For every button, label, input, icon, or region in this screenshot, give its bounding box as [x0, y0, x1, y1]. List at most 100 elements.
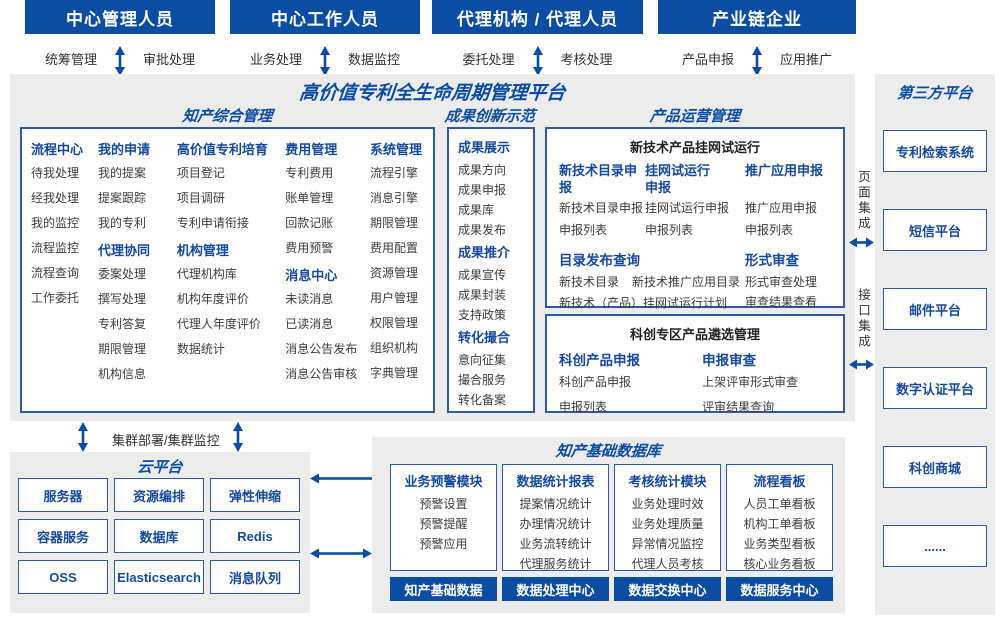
menu-item: 字典管理 [369, 366, 418, 380]
menu-item: 工作委托 [31, 291, 80, 305]
function-label: 审批处理 [143, 52, 196, 67]
menu-group-items: 专利费用账单管理回款记账费用预警 [285, 165, 366, 256]
double-arrow-vertical-icon [115, 46, 125, 76]
db-center-button: 数据交换中心 [614, 577, 721, 601]
cloud-service-box: 数据库 [114, 519, 204, 553]
third-party-title: 第三方平台 [896, 85, 974, 102]
menu-item: 账单管理 [285, 191, 334, 205]
db-module-header: 业务预警模块 [404, 474, 483, 489]
section-title-achievement: 成果创新示范 [443, 107, 536, 125]
menu-item: 新技术目录 [559, 275, 620, 289]
third-party-systems: 专利检索系统短信平台邮件平台数字认证平台科创商城...... [883, 130, 987, 604]
third-party-system-box: 专利检索系统 [883, 130, 987, 172]
cloud-service-box: OSS [18, 560, 108, 594]
menu-group-header: 转化撮合 [458, 330, 511, 345]
menu-group-header: 高价值专利培育 [176, 142, 268, 157]
trial-run-bottom: 目录发布查询 新技术目录新技术推广应用目录新技术（产品）挂网试运行计划 形式审查… [547, 249, 843, 315]
menu-item: 推广应用申报 [745, 201, 818, 215]
menu-column: 费用管理 专利费用账单管理回款记账费用预警 消息中心 未读消息已读消息消息公告发… [285, 139, 366, 391]
menu-item: 申报列表 [645, 223, 694, 237]
menu-group: 代理协同 委案处理撰写处理专利答复期限管理机构信息 [98, 240, 173, 382]
ip-database-modules: 业务预警模块 预警设置预警提醒预警应用 数据统计报表 提案情况统计办理情况统计业… [390, 464, 833, 571]
menu-group: 系统管理 流程引擎消息引擎期限管理费用配置资源管理用户管理权限管理组织机构字典管… [370, 139, 431, 381]
menu-item: 资源管理 [369, 266, 418, 280]
menu-group-items: 新技术目录申报申报列表 [559, 200, 643, 238]
cloud-service-box: Redis [210, 519, 300, 553]
db-module-items: 业务处理时效业务处理质量异常情况监控代理人员考核 [615, 494, 720, 574]
menu-group-header: 申报审查 [702, 353, 757, 368]
menu-item: 申报列表 [559, 223, 608, 237]
menu-item: 委案处理 [98, 267, 147, 281]
menu-item: 转化备案 [458, 393, 507, 407]
menu-column: 推广应用申报 推广应用申报申报列表 [745, 162, 831, 244]
menu-group-items: 上架评审形式审查评审结果查询 [702, 374, 831, 415]
ip-database-centers: 知产基础数据数据处理中心数据交换中心数据服务中心 [390, 577, 833, 601]
cluster-label: 集群部署/集群监控 [112, 433, 220, 448]
db-module-item: 业务处理时效 [631, 497, 704, 511]
double-arrow-horizontal-icon [849, 359, 874, 370]
db-module-items: 人员工单看板机构工单看板业务类型看板核心业务看板 [727, 494, 832, 574]
actor-label: 代理机构 / 代理人员 [456, 9, 619, 29]
menu-group: 科创产品申报 科创产品申报申报列表 [559, 349, 670, 424]
menu-item: 成果发布 [458, 223, 507, 237]
menu-item: 未读消息 [285, 292, 334, 306]
menu-group-header: 流程中心 [31, 142, 84, 157]
menu-group: 目录发布查询 新技术目录新技术推广应用目录新技术（产品）挂网试运行计划 [559, 249, 745, 315]
menu-group-header: 形式审查 [745, 253, 799, 268]
menu-group-header: 我的申请 [98, 142, 151, 157]
menu-group-header: 费用管理 [285, 142, 338, 157]
menu-group: 我的申请 我的提案提案跟踪我的专利 [98, 139, 173, 231]
menu-item: 流程查询 [31, 266, 80, 280]
menu-group: 机构管理 代理机构库机构年度评价代理人年度评价数据统计 [177, 240, 281, 357]
selection-title: 科创专区产品遴选管理 [629, 327, 760, 342]
arrow-left-icon [310, 473, 372, 484]
db-module-item: 预警设置 [419, 497, 468, 511]
db-module-item: 业务流转统计 [519, 537, 592, 551]
page-integration-label: 页面集成 [856, 170, 870, 232]
menu-group: 费用管理 专利费用账单管理回款记账费用预警 [285, 139, 366, 256]
db-module-header: 流程看板 [753, 474, 806, 489]
menu-group-items: 待我处理经我处理我的监控流程监控流程查询工作委托 [31, 165, 94, 306]
db-module-header: 考核统计模块 [628, 474, 707, 489]
actor-functions-row: 委托处理 考核处理 [432, 46, 643, 76]
menu-group-items: 我的提案提案跟踪我的专利 [98, 165, 173, 231]
function-label: 考核处理 [560, 52, 613, 67]
menu-group-items: 挂网试运行申报申报列表 [645, 200, 739, 238]
actor-functions-row: 产品申报 应用推广 [658, 46, 856, 76]
menu-item: 我的专利 [98, 216, 147, 230]
menu-column: 流程中心 待我处理经我处理我的监控流程监控流程查询工作委托 [31, 139, 94, 391]
db-module: 业务预警模块 预警设置预警提醒预警应用 [390, 464, 497, 571]
menu-group-header: 挂网试运行申报 [645, 163, 711, 195]
function-label: 应用推广 [780, 52, 833, 67]
trial-run-columns: 新技术目录申报 新技术目录申报申报列表 挂网试运行申报 挂网试运行申报申报列表 … [547, 162, 843, 244]
actor-label: 中心管理人员 [66, 9, 174, 29]
db-module-item: 异常情况监控 [631, 537, 704, 551]
cloud-service-box: 弹性伸缩 [210, 478, 300, 512]
cloud-service-box: Elasticsearch [114, 560, 204, 594]
selection-panel: 科创专区产品遴选管理 科创产品申报 科创产品申报申报列表 申报审查 上架评审形式… [545, 314, 845, 415]
menu-item: 我的提案 [98, 166, 147, 180]
db-module-item: 核心业务看板 [743, 557, 816, 571]
menu-group-header: 目录发布查询 [559, 253, 640, 268]
menu-group-items: 未读消息已读消息消息公告发布消息公告审核 [285, 291, 366, 382]
menu-group-header: 消息中心 [285, 268, 338, 283]
menu-group-items: 科创产品申报申报列表 [559, 374, 670, 415]
cloud-platform-title: 云平台 [136, 459, 184, 476]
menu-column: 挂网试运行申报 挂网试运行申报申报列表 [645, 162, 739, 244]
menu-item: 期限管理 [98, 342, 147, 356]
actor-functions-row: 业务处理 数据监控 [230, 46, 420, 76]
menu-item: 新技术推广应用目录 [632, 275, 741, 289]
menu-item: 专利费用 [285, 166, 334, 180]
menu-group-items: 成果方向成果申报成果库成果发布 [458, 162, 533, 238]
actor-label: 中心工作人员 [271, 9, 379, 29]
section-title-product-ops: 产品运营管理 [648, 107, 741, 125]
menu-item: 待我处理 [31, 166, 80, 180]
db-module-item: 代理人员考核 [631, 557, 704, 571]
menu-group-items: 流程引擎消息引擎期限管理费用配置资源管理用户管理权限管理组织机构字典管理 [370, 165, 431, 381]
menu-item: 新技术（产品）挂网试运行计划 [559, 296, 728, 310]
third-party-system-box: ...... [883, 525, 987, 567]
double-arrow-vertical-icon [233, 422, 243, 452]
menu-column: 新技术目录申报 新技术目录申报申报列表 [559, 162, 643, 244]
menu-item: 代理人年度评价 [176, 317, 261, 331]
